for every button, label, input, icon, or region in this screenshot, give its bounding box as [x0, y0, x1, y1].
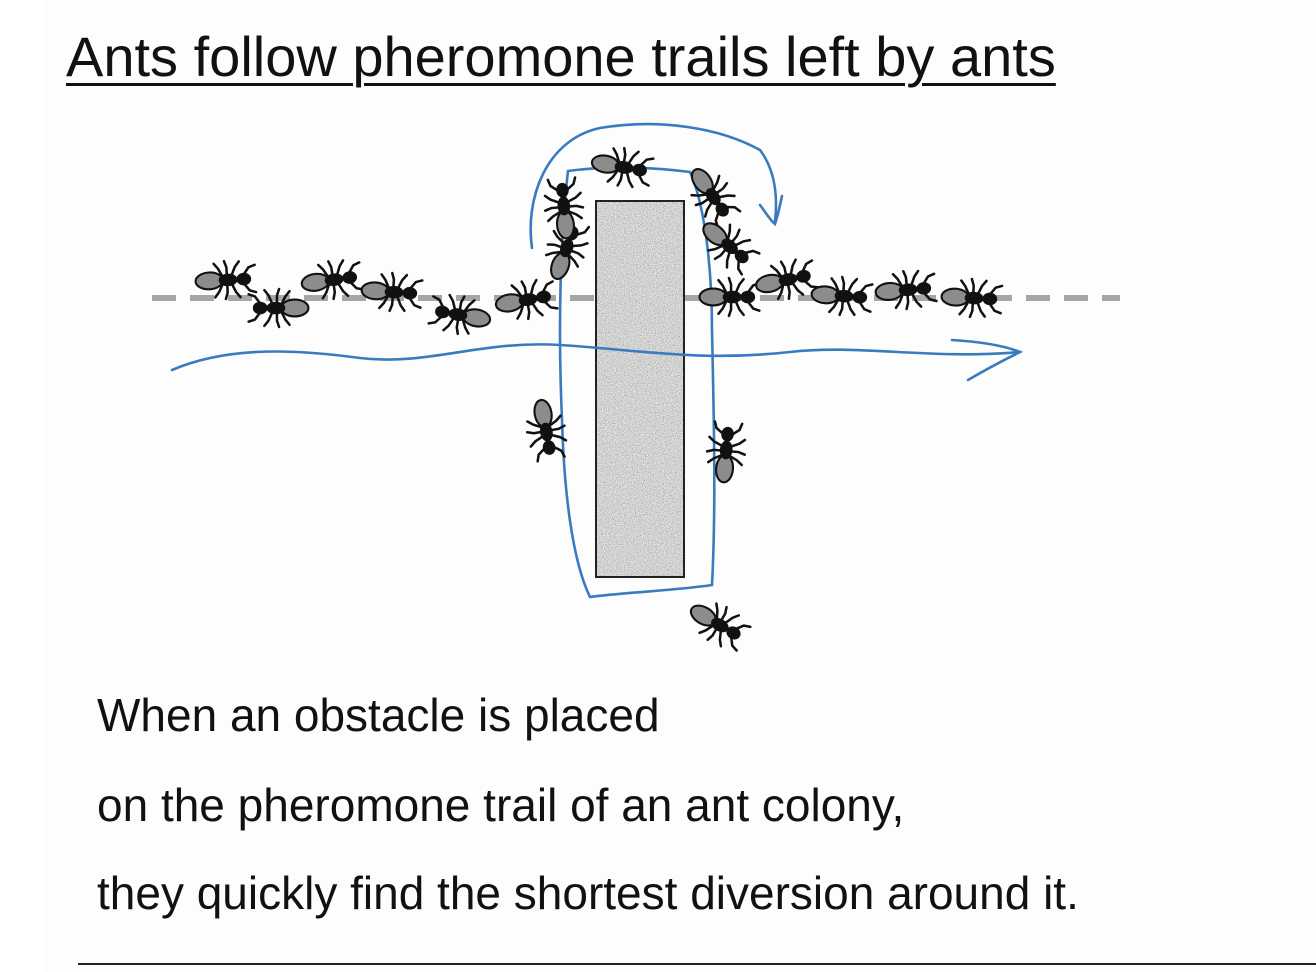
caption-line-2: on the pheromone trail of an ant colony,	[97, 779, 905, 831]
flow-arrowhead	[950, 338, 1024, 382]
flow-arrow	[170, 343, 1022, 372]
bottom-divider	[78, 963, 1316, 965]
obstacle	[596, 201, 684, 577]
ant-icon	[491, 275, 560, 326]
left-margin	[0, 0, 44, 972]
ant-icon	[872, 267, 939, 313]
ant-icon	[587, 141, 656, 192]
ant-icon	[193, 258, 258, 302]
detour-arrowhead	[758, 194, 784, 227]
ant-icon	[939, 276, 1004, 320]
ant-icon	[809, 273, 874, 319]
ant-icon	[541, 175, 587, 242]
slide-title: Ants follow pheromone trails left by ant…	[66, 25, 1056, 88]
ant-icon	[359, 269, 424, 315]
detour-loop-outer	[529, 122, 778, 250]
ant-icon	[680, 591, 755, 657]
ant-icon	[247, 287, 310, 329]
ant-icon	[698, 276, 761, 318]
caption-line-1: When an obstacle is placed	[97, 689, 660, 741]
ant-icon	[703, 419, 749, 486]
ant-icon	[677, 157, 746, 232]
caption-line-3: they quickly find the shortest diversion…	[97, 867, 1079, 919]
